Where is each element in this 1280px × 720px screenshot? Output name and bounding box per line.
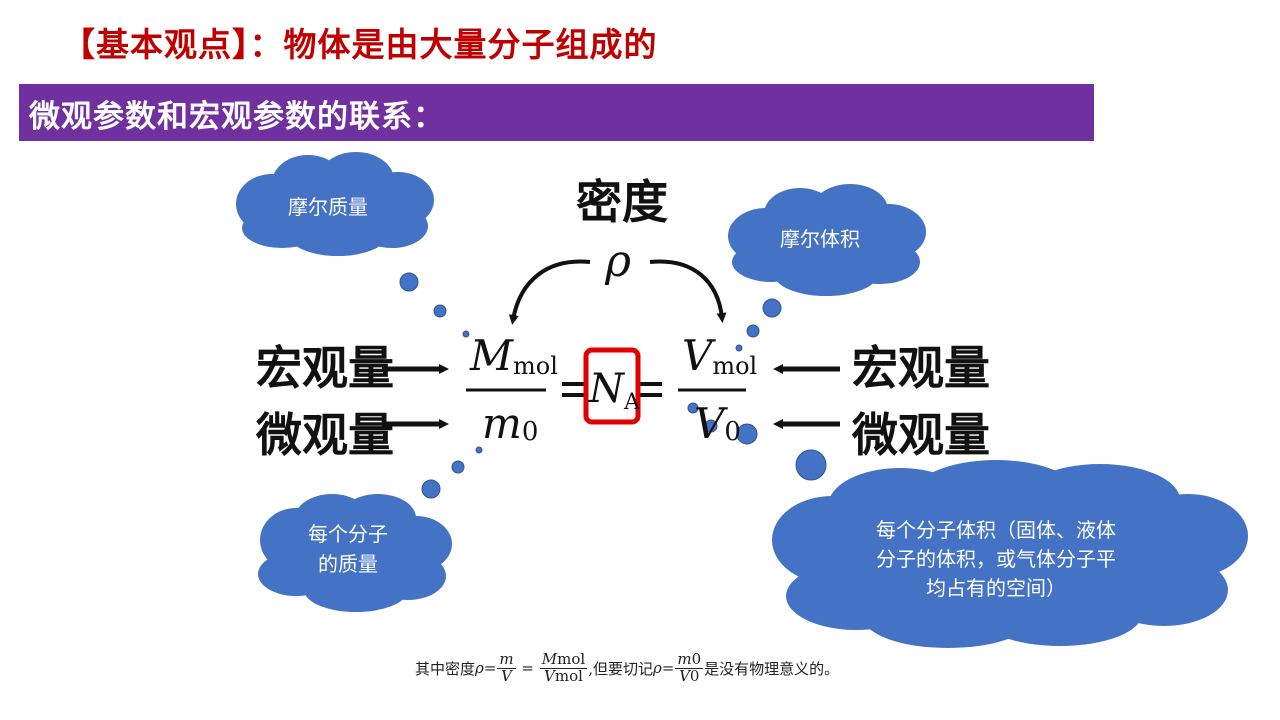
molar-mass-symbol: Mmol bbox=[469, 331, 558, 380]
cloud-molecule-mass: 每个分子 的质量 bbox=[258, 494, 452, 612]
cloud-molar-volume-text: 摩尔体积 bbox=[780, 227, 860, 251]
equals-right bbox=[640, 382, 662, 397]
footnote-eq2: = bbox=[516, 659, 539, 678]
footnote-prefix: 其中密度 bbox=[415, 659, 476, 678]
micro-quantity-left: 微观量 bbox=[255, 408, 394, 462]
slide-title: 【基本观点】：物体是由大量分子组成的 bbox=[62, 25, 658, 64]
molar-volume-symbol: Vmol bbox=[682, 331, 757, 380]
footnote-suffix: 是没有物理意义的。 bbox=[704, 659, 840, 678]
thought-dots bbox=[399, 272, 827, 499]
arrow-rho-right bbox=[649, 259, 727, 323]
cloud-molecule-volume-text-2: 分子的体积，或气体分子平 bbox=[876, 547, 1116, 571]
cloud-molecule-volume-text-3: 均占有的空间） bbox=[926, 576, 1066, 600]
footnote: 其中密度 ρ = m V = Mmol Vmol ,但要切记 ρ = m0 V0… bbox=[415, 650, 840, 685]
avogadro-highlight-box bbox=[583, 347, 641, 425]
macro-quantity-left: 宏观量 bbox=[256, 341, 394, 395]
density-label: 密度 bbox=[576, 175, 668, 229]
footnote-rho: ρ bbox=[475, 659, 484, 678]
cloud-molar-mass-shape bbox=[236, 152, 434, 256]
cloud-molecule-volume: 每个分子体积（固体、液体 分子的体积，或气体分子平 均占有的空间） bbox=[772, 460, 1248, 648]
cloud-molecule-mass-shape bbox=[258, 494, 452, 612]
footnote-eq3: = bbox=[661, 659, 675, 678]
cloud-molecule-volume-shape bbox=[772, 460, 1248, 648]
footnote-fraction-m-v: m V bbox=[497, 650, 516, 685]
cloud-molar-mass-text: 摩尔质量 bbox=[288, 195, 368, 219]
micro-quantity-right: 微观量 bbox=[851, 408, 990, 462]
section-banner-text: 微观参数和宏观参数的联系： bbox=[29, 99, 445, 135]
cloud-molar-volume-shape bbox=[728, 184, 926, 296]
footnote-fraction-molar: Mmol Vmol bbox=[539, 650, 588, 685]
molecule-mass-symbol: m0 bbox=[482, 399, 538, 448]
footnote-rho-2: ρ bbox=[652, 659, 662, 678]
arrow-rho-left bbox=[508, 259, 591, 325]
rho-symbol: ρ bbox=[604, 236, 631, 287]
cloud-molecule-mass-text-1: 每个分子 bbox=[308, 522, 388, 546]
footnote-eq: = bbox=[483, 659, 497, 678]
avogadro-symbol: NA bbox=[588, 366, 641, 415]
cloud-molar-mass: 摩尔质量 bbox=[236, 152, 434, 256]
section-banner: 微观参数和宏观参数的联系： bbox=[19, 84, 1094, 141]
cloud-molar-volume: 摩尔体积 bbox=[728, 184, 926, 296]
cloud-molecule-volume-text-1: 每个分子体积（固体、液体 bbox=[876, 518, 1116, 542]
equals-left bbox=[562, 382, 584, 397]
macro-quantity-right: 宏观量 bbox=[852, 341, 990, 395]
cloud-molecule-mass-text-2: 的质量 bbox=[318, 552, 378, 576]
footnote-fraction-micro: m0 V0 bbox=[675, 650, 704, 685]
molecule-volume-symbol: V0 bbox=[694, 399, 741, 448]
footnote-middle: ,但要切记 bbox=[588, 659, 653, 678]
